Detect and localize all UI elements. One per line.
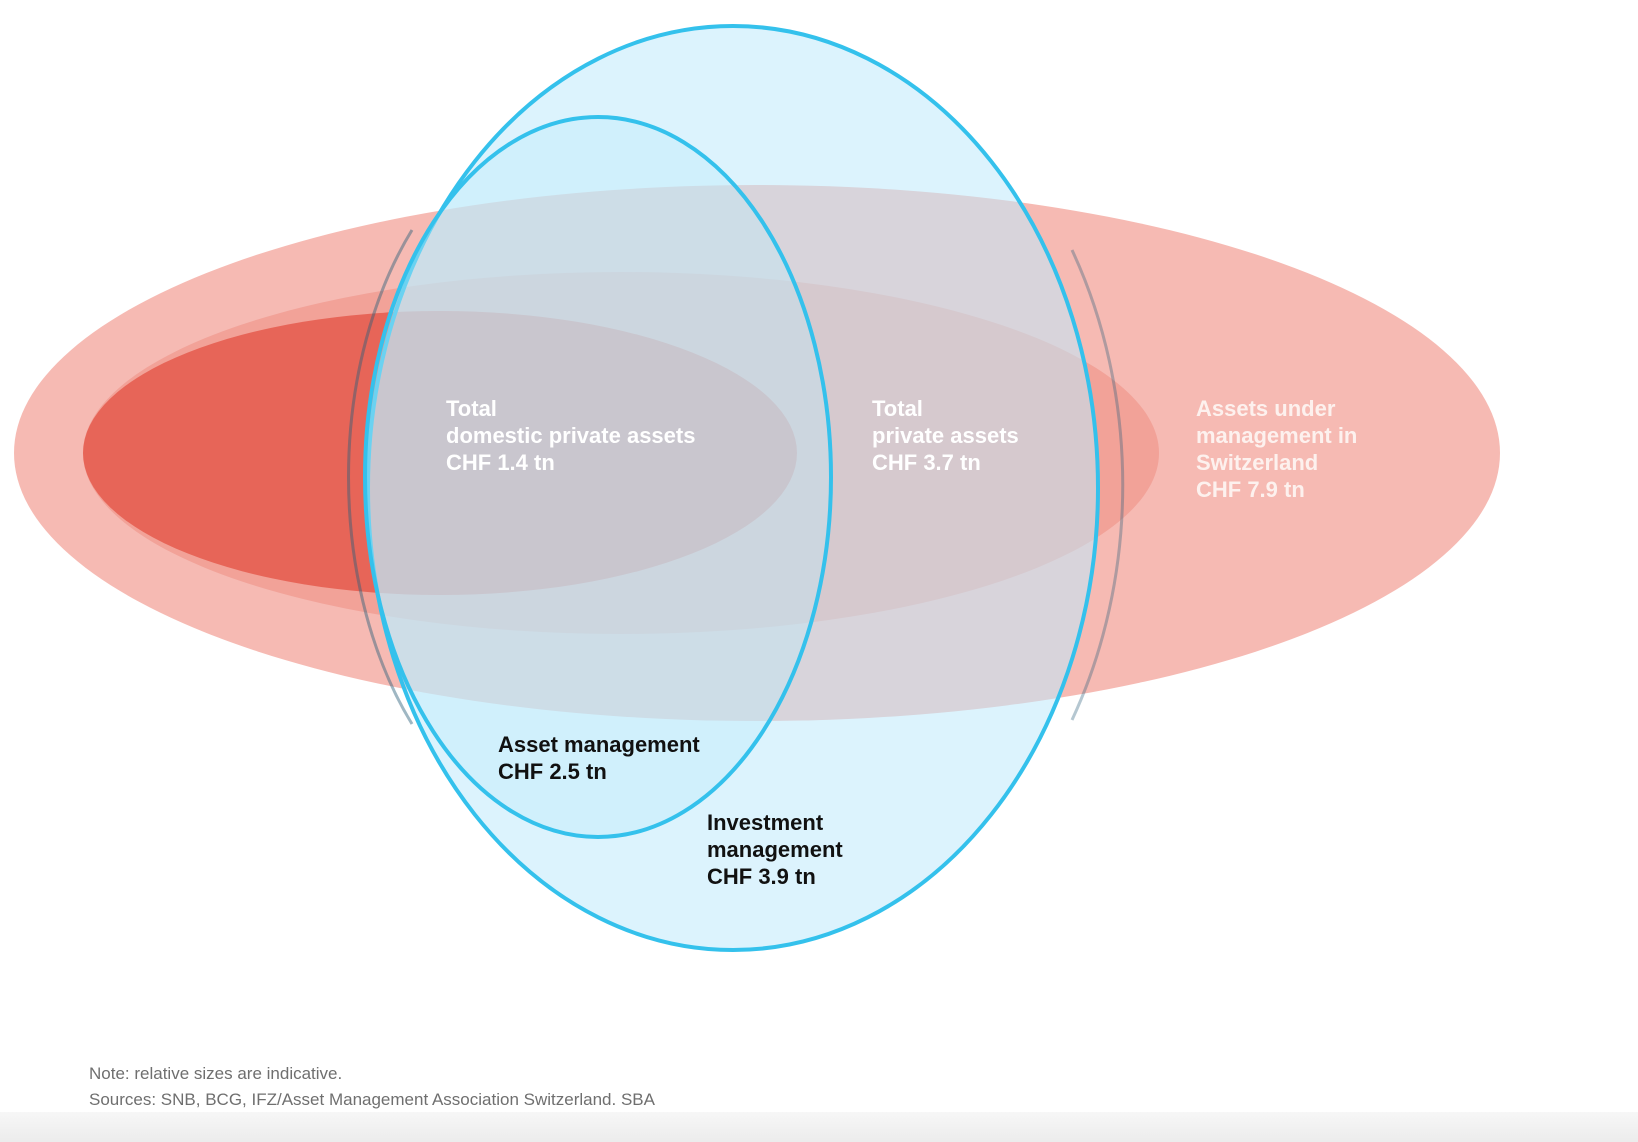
aum-label-line2: management in (1196, 423, 1358, 448)
footer-notes: Note: relative sizes are indicative. Sou… (89, 1061, 655, 1113)
investment-management-label: Investment management CHF 3.9 tn (707, 809, 843, 890)
investment-management-label-line2: management (707, 837, 843, 862)
aum-label-line3: Switzerland (1196, 450, 1319, 475)
private-assets-value: CHF 3.7 tn (872, 450, 981, 475)
asset-management-value: CHF 2.5 tn (498, 759, 607, 784)
aum-label: Assets under management in Switzerland C… (1196, 395, 1357, 503)
asset-management-label-line1: Asset management (498, 732, 700, 757)
asset-management-label: Asset management CHF 2.5 tn (498, 731, 700, 785)
investment-management-label-line1: Investment (707, 810, 824, 835)
domestic-assets-label: Total domestic private assets CHF 1.4 tn (446, 395, 695, 476)
private-assets-label: Total private assets CHF 3.7 tn (872, 395, 1019, 476)
private-assets-label-line1: Total (872, 396, 923, 421)
aum-value: CHF 7.9 tn (1196, 477, 1305, 502)
investment-management-outline-shade (1070, 249, 1125, 721)
domestic-assets-label-line1: Total (446, 396, 497, 421)
footer-sources: Sources: SNB, BCG, IFZ/Asset Management … (89, 1090, 655, 1109)
aum-label-line1: Assets under (1196, 396, 1336, 421)
investment-management-value: CHF 3.9 tn (707, 864, 816, 889)
domestic-assets-label-line2: domestic private assets (446, 423, 696, 448)
investment-management-ellipse (366, 24, 1100, 952)
asset-management-ellipse (363, 115, 833, 839)
domestic-assets-value: CHF 1.4 tn (446, 450, 555, 475)
footer-note: Note: relative sizes are indicative. (89, 1064, 343, 1083)
bottom-divider-band (0, 1112, 1638, 1142)
asset-management-outline-shade (347, 229, 414, 725)
private-assets-label-line2: private assets (872, 423, 1019, 448)
